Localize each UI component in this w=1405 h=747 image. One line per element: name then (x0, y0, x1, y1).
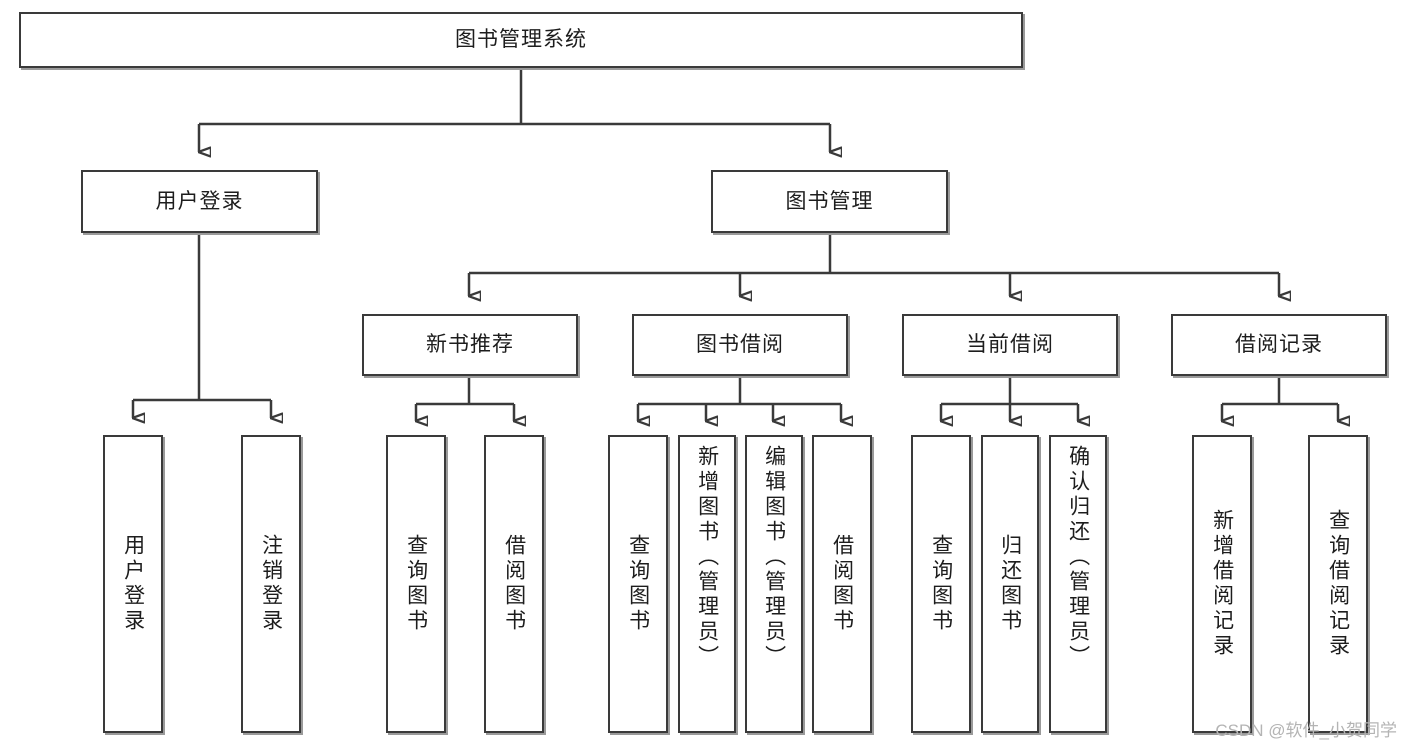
node-root-book-management-system[interactable]: 图书管理系统 (19, 12, 1023, 68)
leaf-user-login-logout[interactable]: 注销登录 (241, 435, 301, 733)
node-book-borrow[interactable]: 图书借阅 (632, 314, 848, 376)
node-label: 借阅图书 (502, 534, 526, 634)
node-current-borrow[interactable]: 当前借阅 (902, 314, 1118, 376)
node-label: 注销登录 (259, 534, 283, 634)
node-label: 新增借阅记录 (1210, 509, 1234, 659)
node-label: 新增图书（管理员） (695, 445, 719, 670)
leaf-borrow-record-query-record[interactable]: 查询借阅记录 (1308, 435, 1368, 733)
node-label: 新书推荐 (426, 333, 514, 357)
leaf-new-book-query-book[interactable]: 查询图书 (386, 435, 446, 733)
node-label: 借阅记录 (1235, 333, 1323, 357)
node-label: 查询借阅记录 (1326, 509, 1350, 659)
node-label: 用户登录 (155, 189, 244, 213)
node-label: 用户登录 (121, 534, 145, 634)
node-label: 图书管理 (785, 189, 874, 213)
node-user-login[interactable]: 用户登录 (81, 170, 318, 233)
leaf-new-book-borrow-book[interactable]: 借阅图书 (484, 435, 544, 733)
leaf-current-borrow-confirm-return[interactable]: 确认归还（管理员） (1049, 435, 1107, 733)
node-label: 图书借阅 (696, 333, 784, 357)
node-label: 编辑图书（管理员） (762, 445, 786, 670)
node-label: 查询图书 (626, 534, 650, 634)
node-label: 确认归还（管理员） (1066, 445, 1090, 670)
leaf-current-borrow-return-book[interactable]: 归还图书 (981, 435, 1039, 733)
node-label: 归还图书 (998, 534, 1022, 634)
node-label: 借阅图书 (830, 534, 854, 634)
node-new-book-recommend[interactable]: 新书推荐 (362, 314, 578, 376)
leaf-user-login-login[interactable]: 用户登录 (103, 435, 163, 733)
node-book-management[interactable]: 图书管理 (711, 170, 948, 233)
leaf-current-borrow-query-book[interactable]: 查询图书 (911, 435, 971, 733)
leaf-book-borrow-borrow-book[interactable]: 借阅图书 (812, 435, 872, 733)
leaf-book-borrow-add-book[interactable]: 新增图书（管理员） (678, 435, 736, 733)
node-borrow-record[interactable]: 借阅记录 (1171, 314, 1387, 376)
node-label: 图书管理系统 (455, 28, 587, 52)
leaf-borrow-record-add-record[interactable]: 新增借阅记录 (1192, 435, 1252, 733)
node-label: 当前借阅 (966, 333, 1054, 357)
node-label: 查询图书 (404, 534, 428, 634)
watermark: CSDN @软件_小贺同学 (1215, 721, 1397, 740)
leaf-book-borrow-edit-book[interactable]: 编辑图书（管理员） (745, 435, 803, 733)
leaf-book-borrow-query-book[interactable]: 查询图书 (608, 435, 668, 733)
node-label: 查询图书 (929, 534, 953, 634)
